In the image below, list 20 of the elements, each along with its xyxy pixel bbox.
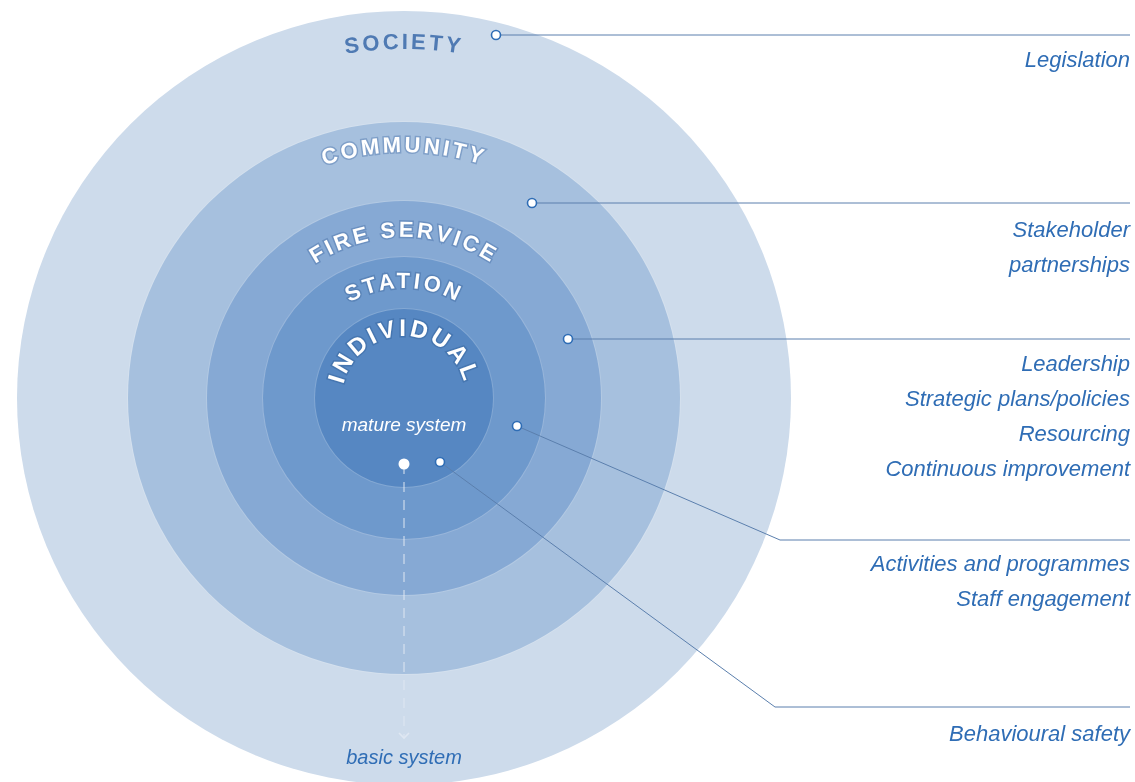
- subtitle-text: mature system: [340, 414, 468, 436]
- leader-line: [526, 197, 1131, 209]
- leader-line: [490, 29, 1131, 41]
- label-text: Continuous improvement: [884, 455, 1130, 483]
- leader-line: [434, 456, 1131, 708]
- label-text: Resourcing: [1017, 420, 1130, 448]
- ring-label: SOCIETY: [342, 28, 466, 59]
- label-text: Legislation: [830, 42, 1130, 77]
- label-text: Stakeholder partnerships: [960, 212, 1130, 282]
- leader-line: [562, 333, 1131, 345]
- label-text: Activities and programmes: [869, 550, 1130, 578]
- dashed-arrow: [398, 458, 410, 739]
- ring-label: STATION: [340, 267, 468, 307]
- leader-line: [511, 420, 1131, 541]
- label-text: basic system: [304, 740, 504, 775]
- label-text: Staff engagement: [955, 585, 1130, 613]
- label-text: Strategic plans/policies: [904, 385, 1130, 413]
- label-text: Behavioural safety: [830, 716, 1130, 751]
- label-text: Leadership: [1020, 350, 1130, 378]
- ring-label: COMMUNITY: [318, 131, 490, 171]
